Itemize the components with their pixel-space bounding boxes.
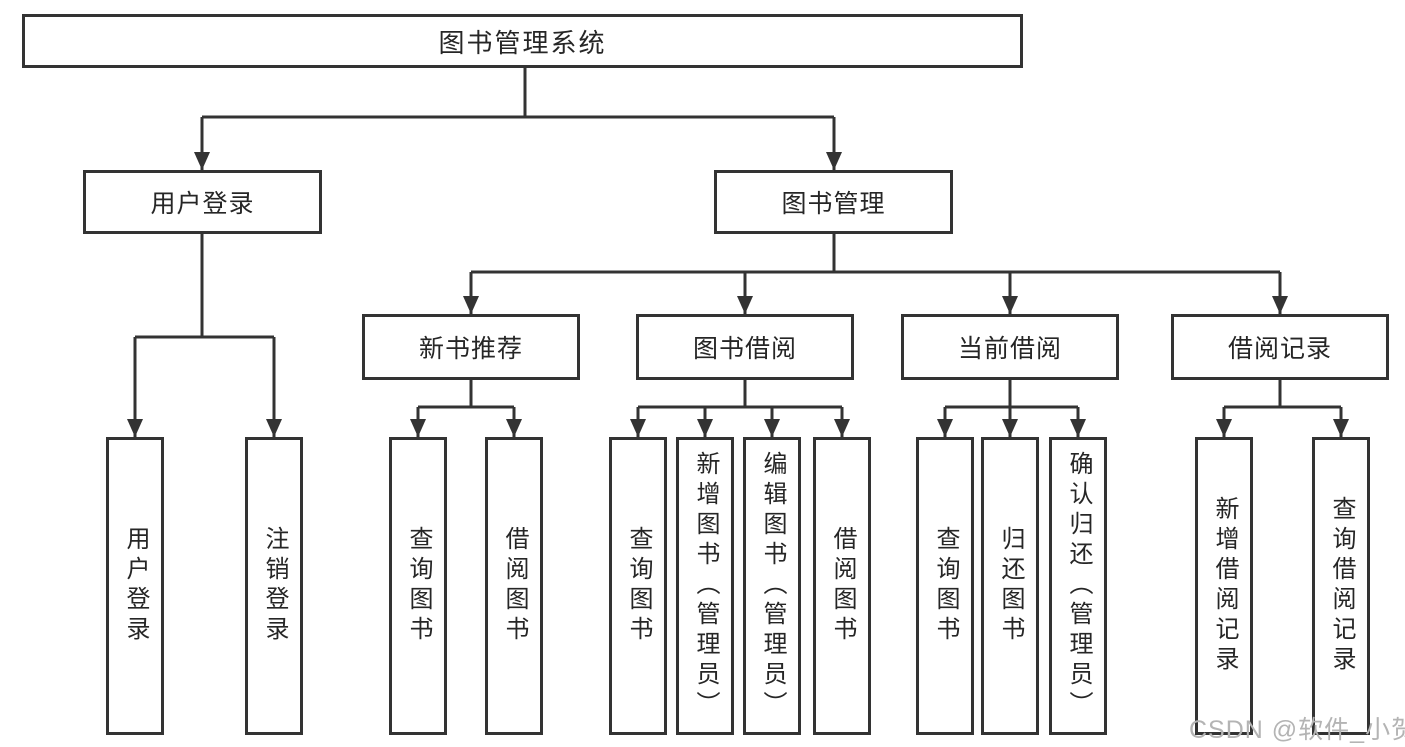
node-book-management: 图书管理 bbox=[714, 170, 953, 234]
leaf-records-query-record: 查询借阅记录 bbox=[1312, 437, 1370, 735]
node-label: 用户登录 bbox=[150, 190, 255, 218]
node-label: 图书借阅 bbox=[692, 335, 797, 363]
node-root: 图书管理系统 bbox=[22, 14, 1023, 68]
node-book-borrowing: 图书借阅 bbox=[636, 314, 854, 380]
connectors bbox=[127, 68, 1349, 437]
node-label: 确认归还（管理员） bbox=[1065, 451, 1092, 721]
leaf-borrowing-borrow-books: 借阅图书 bbox=[813, 437, 871, 735]
node-label: 查询图书 bbox=[405, 526, 432, 646]
node-label: 查询图书 bbox=[932, 526, 959, 646]
watermark: CSDN @软件_小贺同学 bbox=[1189, 716, 1405, 744]
node-label: 借阅图书 bbox=[501, 526, 528, 646]
node-label: 归还图书 bbox=[997, 526, 1024, 646]
leaf-records-add-record: 新增借阅记录 bbox=[1195, 437, 1253, 735]
leaf-user-login: 用户登录 bbox=[106, 437, 164, 735]
leaf-borrowing-edit-books-admin: 编辑图书（管理员） bbox=[743, 437, 801, 735]
leaf-borrowing-query-books: 查询图书 bbox=[609, 437, 667, 735]
node-label: 注销登录 bbox=[261, 526, 288, 646]
node-label: 图书管理 bbox=[781, 190, 886, 218]
node-label: 借阅图书 bbox=[829, 526, 856, 646]
node-label: 新书推荐 bbox=[418, 335, 523, 363]
node-label: 图书管理系统 bbox=[438, 27, 607, 58]
node-label: 新增图书（管理员） bbox=[692, 451, 719, 721]
node-new-book-recommendation: 新书推荐 bbox=[362, 314, 580, 380]
node-label: 用户登录 bbox=[122, 526, 149, 646]
node-label: 查询图书 bbox=[625, 526, 652, 646]
node-borrowing-records: 借阅记录 bbox=[1171, 314, 1389, 380]
node-label: 编辑图书（管理员） bbox=[759, 451, 786, 721]
leaf-current-return-books: 归还图书 bbox=[981, 437, 1039, 735]
node-label: 借阅记录 bbox=[1227, 335, 1332, 363]
leaf-recommend-query-books: 查询图书 bbox=[389, 437, 447, 735]
node-label: 新增借阅记录 bbox=[1211, 496, 1238, 676]
node-current-borrowing: 当前借阅 bbox=[901, 314, 1119, 380]
leaf-recommend-borrow-books: 借阅图书 bbox=[485, 437, 543, 735]
leaf-borrowing-add-books-admin: 新增图书（管理员） bbox=[676, 437, 734, 735]
node-label: 查询借阅记录 bbox=[1328, 496, 1355, 676]
node-user-login: 用户登录 bbox=[83, 170, 322, 234]
node-label: 当前借阅 bbox=[957, 335, 1062, 363]
leaf-current-query-books: 查询图书 bbox=[916, 437, 974, 735]
leaf-logout: 注销登录 bbox=[245, 437, 303, 735]
leaf-current-confirm-return-admin: 确认归还（管理员） bbox=[1049, 437, 1107, 735]
